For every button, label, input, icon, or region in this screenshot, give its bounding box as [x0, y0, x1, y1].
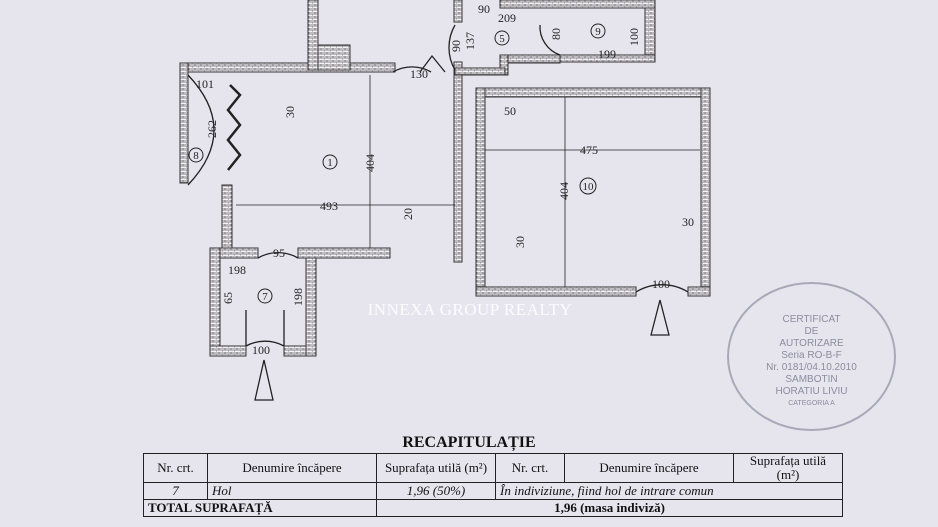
total-value: 1,96 (masa indiviză) [376, 499, 843, 517]
room-numbers: 1 5 7 8 9 10 [188, 23, 606, 304]
dim-label: 262 [205, 120, 219, 138]
row-area: 1,96 (50%) [376, 482, 496, 500]
dim-label: 100 [627, 28, 641, 46]
dim-label: 198 [291, 288, 305, 306]
watermark: INNEXA GROUP REALTY [367, 300, 573, 319]
room-9-label: 9 [595, 26, 601, 38]
dim-label: 90 [478, 2, 490, 16]
stamp-line: AUTORIZARE [779, 338, 844, 349]
dim-label: 20 [401, 208, 415, 220]
dim-label: 80 [549, 28, 563, 40]
row-name: Hol [207, 482, 377, 500]
room-10-label: 10 [583, 181, 595, 193]
stamp-line: SAMBOTIN [785, 374, 838, 385]
stamp-line: CERTIFICAT [782, 314, 841, 325]
stamp-line: HORATIU LIVIU [775, 386, 848, 397]
dim-label: 404 [557, 182, 571, 200]
dim-label: 209 [498, 11, 516, 25]
dim-label: 199 [598, 47, 616, 61]
dim-label: 30 [513, 236, 527, 248]
dimension-lines [236, 75, 700, 287]
room-5-label: 5 [499, 33, 505, 45]
dim-label: 50 [504, 104, 516, 118]
dim-label: 198 [228, 263, 246, 277]
room-7-label: 7 [262, 291, 268, 303]
floor-plan: 1 5 7 8 9 10 90 209 137 90 80 199 100 13… [179, 0, 711, 401]
dimension-labels: 90 209 137 90 80 199 100 130 101 30 262 … [196, 2, 694, 357]
total-label: TOTAL SUPRAFAȚĂ [143, 499, 377, 517]
dim-label: 475 [580, 143, 598, 157]
dim-label: 90 [449, 40, 463, 52]
room-1-label: 1 [327, 157, 333, 169]
dim-label: 101 [196, 77, 214, 91]
table-row: 7 Hol 1,96 (50%) În indiviziune, fiind h… [143, 482, 843, 500]
room-8-bay [187, 74, 215, 186]
row-nr: 7 [143, 482, 208, 500]
stamp-line: DE [804, 326, 819, 337]
door [392, 54, 446, 73]
header-cell: Suprafața utilă (m²) [733, 453, 843, 483]
dim-label: 30 [682, 215, 694, 229]
stamp-line: Seria RO-B-F [781, 350, 842, 361]
dim-label: 404 [363, 154, 377, 172]
header-cell: Nr. crt. [143, 453, 208, 483]
doors-and-bays [187, 24, 689, 401]
dim-label: 100 [252, 343, 270, 357]
table-title: RECAPITULAȚIE [402, 434, 536, 451]
entry-arrow-icon [254, 299, 670, 401]
stamp-category: CATEGORIA A [788, 400, 835, 407]
dim-label: 30 [283, 106, 297, 118]
header-cell: Nr. crt. [495, 453, 565, 483]
dim-label: 95 [273, 246, 285, 260]
dim-label: 493 [320, 199, 338, 213]
total-row: TOTAL SUPRAFAȚĂ 1,96 (masa indiviză) [143, 499, 843, 517]
header-cell: Denumire încăpere [207, 453, 377, 483]
stamp-line: Nr. 0181/04.10.2010 [766, 362, 857, 373]
dim-label: 137 [463, 32, 477, 50]
row-note: În indiviziune, fiind hol de intrare com… [495, 482, 843, 500]
summary-table: Nr. crt. Denumire încăpere Suprafața uti… [143, 453, 843, 517]
room-8-label: 8 [193, 150, 199, 162]
header-cell: Denumire încăpere [564, 453, 734, 483]
header-cell: Suprafața utilă (m²) [376, 453, 496, 483]
dim-label: 65 [221, 292, 235, 304]
dim-label: 100 [652, 277, 670, 291]
dim-label: 130 [410, 67, 428, 81]
authorization-stamp: CERTIFICAT DE AUTORIZARE Seria RO-B-F Nr… [727, 282, 896, 431]
table-header-row: Nr. crt. Denumire încăpere Suprafața uti… [143, 453, 843, 483]
